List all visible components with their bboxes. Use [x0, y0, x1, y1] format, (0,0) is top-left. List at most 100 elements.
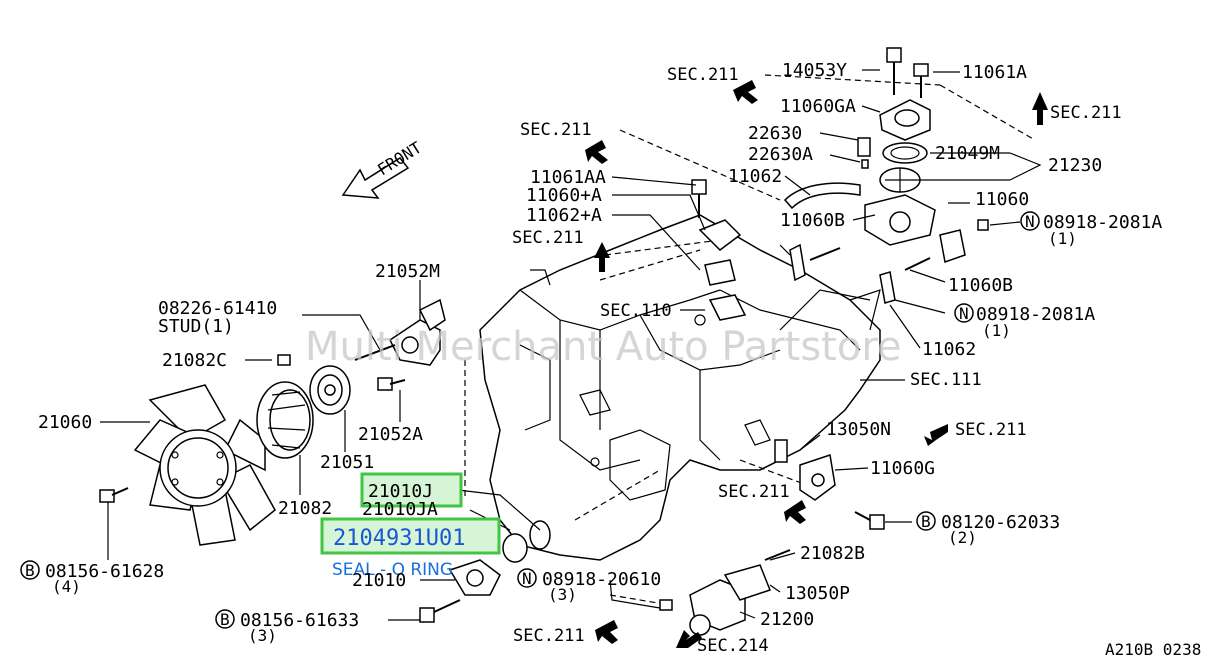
label-11062-top[interactable]: 11062 — [728, 166, 782, 187]
part-number[interactable]: 2104931U01 — [333, 526, 465, 551]
label-21052M[interactable]: 21052M — [375, 261, 440, 282]
label-21010J[interactable]: 21010J — [368, 481, 433, 502]
sec-111[interactable]: SEC.111 — [910, 370, 982, 390]
label-08918-2081A-2[interactable]: 08918-2081A — [976, 304, 1095, 325]
svg-text:B: B — [25, 561, 35, 580]
bolt-14053Y — [886, 47, 902, 95]
bolt-21052A — [377, 377, 406, 391]
marker-n-08918a1 — [1020, 211, 1040, 231]
label-08120-62033[interactable]: 08120-62033 — [941, 512, 1060, 533]
label-21082B[interactable]: 21082B — [800, 543, 865, 564]
fitting-11060G — [774, 439, 885, 530]
sec-110[interactable]: SEC.110 — [600, 301, 672, 321]
sec-211-b[interactable]: SEC.211 — [520, 120, 592, 140]
label-11062-b[interactable]: 11062 — [922, 339, 976, 360]
label-11060GA[interactable]: 11060GA — [780, 96, 856, 117]
part-description: SEAL - O RING — [332, 560, 453, 580]
label-11061AA[interactable]: 11061AA — [530, 167, 606, 188]
label-11060B[interactable]: 11060B — [780, 210, 845, 231]
label-11060A[interactable]: 11060+A — [526, 185, 602, 206]
arrow-sec211-c — [1032, 92, 1048, 125]
bolt-08156-61633 — [419, 599, 461, 623]
pulley-21051 — [309, 365, 351, 415]
outlet-11060GA — [879, 99, 931, 141]
diagram-code: A210B 0238 — [1105, 640, 1201, 659]
label-11060[interactable]: 11060 — [975, 189, 1029, 210]
label-11060B-b[interactable]: 11060B — [948, 275, 1013, 296]
label-08156-61633-qty: (3) — [248, 626, 277, 645]
label-21049M[interactable]: 21049M — [935, 143, 1000, 164]
sec-211-f[interactable]: SEC.211 — [718, 482, 790, 502]
marker-b-08156a — [20, 560, 40, 580]
label-08918-20610[interactable]: 08918-20610 — [542, 569, 661, 590]
label-08156-61633[interactable]: 08156-61633 — [240, 610, 359, 631]
label-21051[interactable]: 21051 — [320, 452, 374, 473]
front-arrow: FRONT — [341, 138, 425, 199]
dashed-guides — [464, 74, 1036, 606]
arrow-sec214 — [676, 630, 702, 648]
label-08156-61628[interactable]: 08156-61628 — [45, 561, 164, 582]
highlight-box-part-number[interactable] — [320, 517, 501, 555]
label-08918-20610-qty: (3) — [548, 585, 577, 604]
sec-211-g[interactable]: SEC.211 — [513, 626, 585, 646]
label-08226-61410[interactable]: 08226-61410 — [158, 298, 277, 319]
arrow-sec211-e — [924, 424, 948, 446]
sec-211-d[interactable]: SEC.211 — [512, 228, 584, 248]
labels: 14053Y 11061A 11060GA 22630 22630A 21049… — [20, 60, 1201, 659]
label-11061A[interactable]: 11061A — [962, 62, 1027, 83]
label-22630[interactable]: 22630 — [748, 123, 802, 144]
sec-214[interactable]: SEC.214 — [697, 636, 769, 656]
label-21052A[interactable]: 21052A — [358, 424, 423, 445]
label-08918-2081A-1[interactable]: 08918-2081A — [1043, 212, 1162, 233]
label-21060[interactable]: 21060 — [38, 412, 92, 433]
arrow-sec211-g — [595, 620, 618, 644]
label-21082[interactable]: 21082 — [278, 498, 332, 519]
label-13050N[interactable]: 13050N — [826, 419, 891, 440]
thermostat-21230 — [879, 167, 921, 193]
label-21200[interactable]: 21200 — [760, 609, 814, 630]
leader-lines — [100, 69, 1042, 621]
label-14053Y[interactable]: 14053Y — [782, 60, 847, 81]
label-08918-2081A-1-qty: (1) — [1048, 229, 1077, 248]
watermark: Multi Merchant Auto Partstore — [305, 324, 902, 370]
highlight-box-21010J[interactable] — [360, 472, 463, 508]
label-21082C[interactable]: 21082C — [162, 350, 227, 371]
arrow-sec211-d — [594, 242, 610, 272]
bolt-11061A — [913, 63, 929, 98]
arrow-sec211-b — [585, 140, 608, 164]
bracket-21052M — [389, 298, 446, 366]
label-11062A[interactable]: 11062+A — [526, 205, 602, 226]
stud-11060B — [809, 247, 931, 271]
sec-211-c[interactable]: SEC.211 — [1050, 103, 1122, 123]
arrows — [585, 80, 1048, 648]
label-08918-2081A-2-qty: (1) — [982, 321, 1011, 340]
sec-211-a[interactable]: SEC.211 — [667, 65, 739, 85]
label-21010JA[interactable]: 21010JA — [362, 499, 438, 520]
arrow-sec211-f — [784, 500, 806, 524]
bolt-08156-61628 — [99, 487, 129, 503]
outlet-11060A — [691, 179, 747, 321]
svg-text:B: B — [220, 610, 230, 629]
svg-text:N: N — [522, 569, 532, 588]
water-pump-21010 — [448, 520, 551, 596]
label-13050P[interactable]: 13050P — [785, 583, 850, 604]
fan-clutch-21082 — [256, 354, 314, 459]
label-21010[interactable]: 21010 — [352, 570, 406, 591]
pipe-11062 — [783, 182, 861, 210]
fan-21060 — [133, 384, 276, 546]
arrow-sec211-a — [733, 80, 758, 104]
marker-b-08156b — [215, 609, 235, 629]
gasket-21049M — [882, 142, 928, 164]
label-stud: STUD(1) — [158, 316, 234, 337]
marker-b-08120 — [916, 511, 936, 531]
engine-block — [479, 214, 881, 561]
label-08120-62033-qty: (2) — [948, 528, 977, 547]
sec-211-e[interactable]: SEC.211 — [955, 420, 1027, 440]
marker-n-08918a2 — [954, 303, 974, 323]
label-21230[interactable]: 21230 — [1048, 155, 1102, 176]
housing-11060 — [864, 194, 989, 263]
label-22630A[interactable]: 22630A — [748, 144, 813, 165]
label-11060G[interactable]: 11060G — [870, 458, 935, 479]
label-08156-61628-qty: (4) — [52, 577, 81, 596]
